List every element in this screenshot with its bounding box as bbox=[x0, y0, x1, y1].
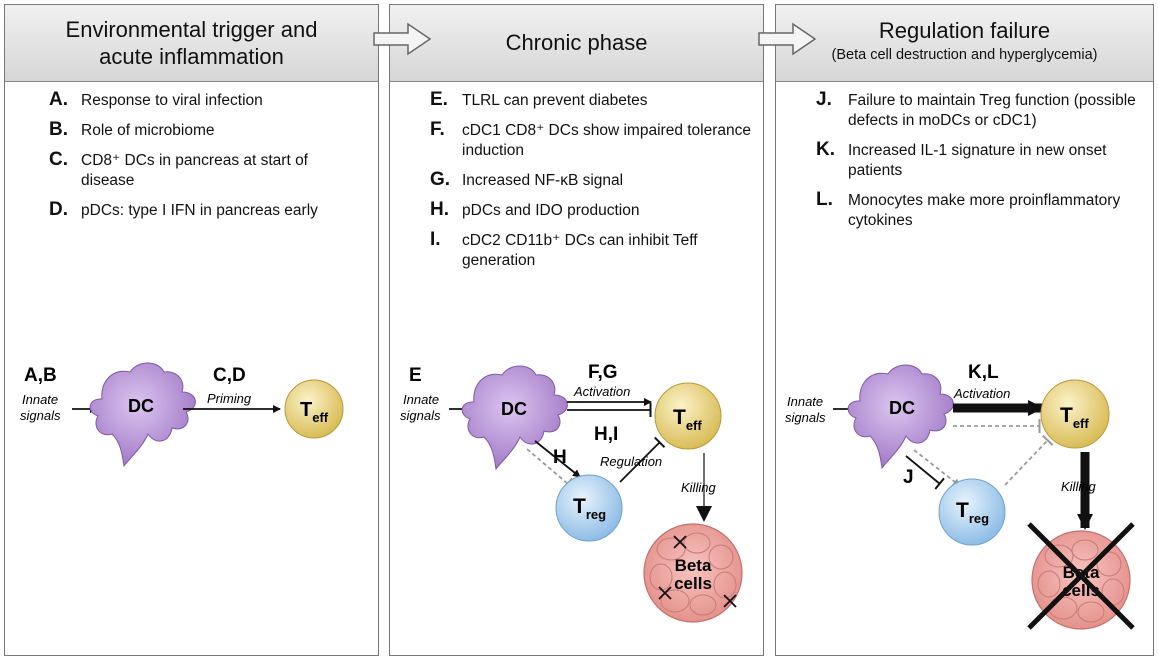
label-e: E bbox=[409, 365, 422, 386]
list-item: B. Role of microbiome bbox=[49, 119, 368, 141]
item-letter: D. bbox=[49, 199, 68, 220]
item-text: pDCs and IDO production bbox=[462, 202, 640, 219]
panel-title-line2: acute inflammation bbox=[99, 44, 284, 69]
panel-title: Regulation failure bbox=[878, 18, 1051, 43]
panel-header: Chronic phase bbox=[390, 5, 763, 82]
killing-label: Killing bbox=[681, 480, 716, 495]
svg-text:Treg: Treg bbox=[956, 499, 989, 526]
dead-cell-marks bbox=[658, 535, 737, 608]
item-text: Increased IL-1 signature in new onset pa… bbox=[848, 142, 1107, 179]
item-text: cDC2 CD11b⁺ DCs can inhibit Teff generat… bbox=[462, 232, 698, 269]
svg-text:Teff: Teff bbox=[1060, 404, 1089, 431]
item-letter: J. bbox=[816, 89, 832, 110]
item-letter: E. bbox=[430, 89, 448, 110]
item-letter: H. bbox=[430, 199, 449, 220]
item-text: Monocytes make more proinflammatory cyto… bbox=[848, 192, 1121, 229]
svg-text:DC: DC bbox=[128, 396, 154, 416]
label-h-i: H,I bbox=[594, 424, 618, 445]
dc-cell: DC bbox=[847, 364, 954, 469]
transition-arrow-2 bbox=[758, 22, 817, 56]
item-text: Role of microbiome bbox=[81, 122, 215, 139]
transition-arrow-1 bbox=[373, 22, 432, 56]
regulation-label: Regulation bbox=[600, 454, 662, 469]
j-inhibit-line bbox=[905, 455, 945, 490]
list-item: I. cDC2 CD11b⁺ DCs can inhibit Teff gener… bbox=[430, 229, 742, 271]
list-item: C. CD8⁺ DCs in pancreas at start of disea… bbox=[49, 149, 361, 191]
item-letter: I. bbox=[430, 229, 441, 250]
panel-subtitle: (Beta cell destruction and hyperglycemia… bbox=[831, 47, 1098, 63]
list-item: A. Response to viral infection bbox=[49, 89, 368, 111]
panel-title-line1: Environmental trigger and bbox=[65, 17, 318, 42]
dc-to-treg-dashed-inhibit bbox=[526, 448, 573, 490]
item-text: pDCs: type I IFN in pancreas early bbox=[81, 202, 318, 219]
panel-environmental-trigger: Environmental trigger and acute inflamma… bbox=[4, 4, 379, 656]
t-eff-cell: Teff bbox=[284, 379, 344, 439]
panel-title: Chronic phase bbox=[505, 30, 648, 55]
item-text: cDC1 CD8⁺ DCs show impaired tolerance in… bbox=[462, 122, 752, 159]
svg-text:DC: DC bbox=[889, 398, 915, 418]
list-item: G. Increased NF-κB signal bbox=[430, 169, 753, 191]
panel-header: Regulation failure (Beta cell destructio… bbox=[776, 5, 1153, 82]
item-letter: C. bbox=[49, 149, 68, 170]
item-text: CD8⁺ DCs in pancreas at start of disease bbox=[81, 152, 308, 189]
priming-label: Priming bbox=[207, 391, 252, 406]
list-item: J. Failure to maintain Treg function (pos… bbox=[816, 89, 1148, 131]
dc-to-treg-arrow bbox=[534, 440, 581, 478]
item-text: TLRL can prevent diabetes bbox=[462, 92, 648, 109]
dc-cell: DC bbox=[89, 362, 196, 467]
svg-text:Teff: Teff bbox=[673, 406, 702, 433]
item-letter: A. bbox=[49, 89, 68, 110]
list-item: D. pDCs: type I IFN in pancreas early bbox=[49, 199, 368, 221]
list-item: H. pDCs and IDO production bbox=[430, 199, 753, 221]
destroyed-cross bbox=[1027, 522, 1135, 630]
t-eff-cell: Teff bbox=[654, 382, 722, 450]
t-eff-cell: Teff bbox=[1040, 379, 1110, 449]
item-letter: K. bbox=[816, 139, 835, 160]
list-item: L. Monocytes make more proinflammatory cy… bbox=[816, 189, 1138, 231]
item-letter: L. bbox=[816, 189, 833, 210]
list-item: K. Increased IL-1 signature in new onset … bbox=[816, 139, 1138, 181]
activation-label: Activation bbox=[573, 384, 630, 399]
item-letter: F. bbox=[430, 119, 445, 140]
item-letter: G. bbox=[430, 169, 451, 190]
svg-text:DC: DC bbox=[501, 399, 527, 419]
svg-text:Teff: Teff bbox=[300, 399, 329, 425]
killing-label: Killing bbox=[1061, 479, 1096, 494]
regulation-dashed-line bbox=[1004, 434, 1054, 486]
item-text: Response to viral infection bbox=[81, 92, 263, 109]
list-item: F. cDC1 CD8⁺ DCs show impaired tolerance … bbox=[430, 119, 752, 161]
item-text: Increased NF-κB signal bbox=[462, 172, 624, 189]
label-k-l: K,L bbox=[968, 362, 999, 383]
label-c-d: C,D bbox=[213, 365, 246, 386]
item-letter: B. bbox=[49, 119, 68, 140]
panel-header: Environmental trigger and acute inflamma… bbox=[5, 5, 378, 82]
label-j: J bbox=[903, 467, 914, 488]
t-reg-cell: Treg bbox=[938, 478, 1006, 546]
item-text: Failure to maintain Treg function (possi… bbox=[848, 92, 1136, 129]
label-f-g: F,G bbox=[588, 362, 618, 383]
label-a-b: A,B bbox=[24, 365, 57, 386]
list-item: E. TLRL can prevent diabetes bbox=[430, 89, 753, 111]
regulation-line bbox=[619, 436, 666, 483]
svg-text:Treg: Treg bbox=[573, 495, 606, 522]
dc-to-treg-dashed-arrow bbox=[913, 449, 961, 487]
t-reg-cell: Treg bbox=[555, 474, 623, 542]
activation-label: Activation bbox=[953, 386, 1010, 401]
panel-regulation-failure: Regulation failure (Beta cell destructio… bbox=[775, 4, 1154, 656]
dc-cell: DC bbox=[461, 365, 568, 470]
